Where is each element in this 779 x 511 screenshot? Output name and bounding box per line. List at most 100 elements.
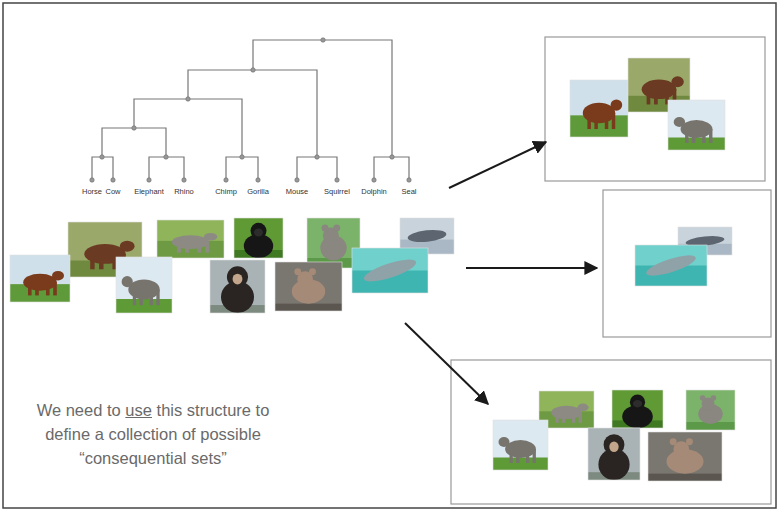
- tree-node-dot: [240, 155, 244, 159]
- animal-body: [172, 235, 210, 249]
- animal-head: [630, 395, 645, 410]
- tree-node-dot: [295, 178, 299, 182]
- tree-node-dot: [251, 68, 255, 72]
- animal-face: [633, 400, 642, 408]
- leaf-label: Seal: [401, 188, 416, 196]
- animal-ear: [333, 225, 340, 232]
- tree-node-dot: [321, 38, 325, 42]
- photo-edge: [234, 218, 283, 258]
- animal-face: [233, 274, 243, 285]
- arrow: [405, 323, 488, 404]
- photo-sky: [686, 390, 735, 430]
- tree-node-dot: [147, 178, 151, 182]
- photo-sky: [157, 220, 224, 258]
- animal-photo: [275, 262, 342, 311]
- animal-head: [611, 99, 623, 110]
- leaf-label: Gorilla: [247, 188, 269, 196]
- tree-node-dot: [390, 155, 394, 159]
- tree-node-dot: [335, 178, 339, 182]
- photo-edge: [635, 245, 707, 286]
- animal-ear: [700, 395, 706, 401]
- photo-sky: [352, 248, 428, 293]
- animal-body: [583, 103, 615, 124]
- animal-body: [23, 274, 57, 291]
- animal-photo: [493, 420, 548, 470]
- photo-sky: [588, 428, 640, 480]
- animal-body: [407, 228, 447, 244]
- animal-photo: [10, 255, 70, 302]
- leaf-label: Mouse: [286, 188, 309, 196]
- animal-face: [254, 228, 263, 236]
- leaf-label: Rhino: [174, 188, 194, 196]
- animal-head: [578, 404, 589, 411]
- animal-body: [644, 251, 697, 279]
- animal-head: [499, 437, 510, 447]
- photo-sky: [570, 80, 628, 137]
- tree-node-dot: [90, 178, 94, 182]
- photo-edge: [648, 432, 722, 481]
- animal-photo: [234, 218, 283, 258]
- animal-body: [551, 406, 582, 419]
- tree-node-dot: [372, 178, 376, 182]
- photo-edge: [570, 80, 628, 137]
- animal-head: [204, 233, 217, 241]
- photo-sky: [10, 255, 70, 302]
- dendrogram: [90, 38, 411, 182]
- animal-ear: [711, 395, 717, 401]
- photo-sky: [668, 100, 725, 150]
- photo-sky: [612, 390, 663, 428]
- leaf-label: Chimp: [215, 188, 237, 196]
- leaf-label: Dolphin: [361, 188, 386, 196]
- photo-ground: [648, 474, 722, 481]
- tree-node-dot: [132, 126, 136, 130]
- tree-node-dot: [100, 155, 104, 159]
- tree-node-dot: [164, 155, 168, 159]
- photo-edge: [157, 220, 224, 258]
- animal-photo: [635, 245, 707, 286]
- photo-edge: [275, 262, 342, 311]
- photo-edge: [612, 390, 663, 428]
- tree-branch: [102, 128, 166, 157]
- animal-photo: [116, 257, 172, 313]
- photo-edge: [116, 257, 172, 313]
- arrow: [466, 267, 597, 269]
- animal-head: [52, 271, 64, 280]
- animal-head: [251, 223, 267, 239]
- tree-node-dot: [224, 178, 228, 182]
- set-box: [603, 190, 771, 337]
- tree-branch: [149, 157, 184, 180]
- animal-body: [362, 255, 418, 286]
- animal-photo: [210, 260, 265, 313]
- animal-photo: [570, 80, 628, 137]
- photo-edge: [352, 248, 428, 293]
- animal-ear: [309, 268, 316, 275]
- animal-face: [609, 442, 618, 452]
- tree-node-dot: [407, 178, 411, 182]
- tree-node-dot: [186, 97, 190, 101]
- tree-branch: [226, 157, 258, 180]
- animal-photo: [686, 390, 735, 430]
- photo-edge: [588, 428, 640, 480]
- photo-edge: [210, 260, 265, 313]
- leaf-label: Squirrel: [324, 188, 350, 196]
- photo-sky: [210, 260, 265, 313]
- arrow: [449, 142, 546, 188]
- tree-node-dot: [256, 178, 260, 182]
- leaf-label: Elephant: [134, 188, 164, 196]
- animal-body: [128, 279, 159, 299]
- tree-branch: [253, 40, 392, 157]
- animal-head: [120, 241, 135, 252]
- photo-sky: [234, 218, 283, 258]
- photo-sky: [116, 257, 172, 313]
- photo-ground: [668, 138, 725, 151]
- photo-edge: [493, 420, 548, 470]
- slide-note: We need to use this structure to define …: [22, 398, 284, 470]
- tree-node-dot: [111, 178, 115, 182]
- set-box: [451, 360, 771, 504]
- animal-photo: [668, 100, 725, 150]
- animal-head: [122, 276, 133, 287]
- animal-head: [674, 117, 685, 127]
- photo-sky: [648, 432, 722, 481]
- tree-branch: [374, 157, 409, 180]
- animal-body: [642, 80, 677, 99]
